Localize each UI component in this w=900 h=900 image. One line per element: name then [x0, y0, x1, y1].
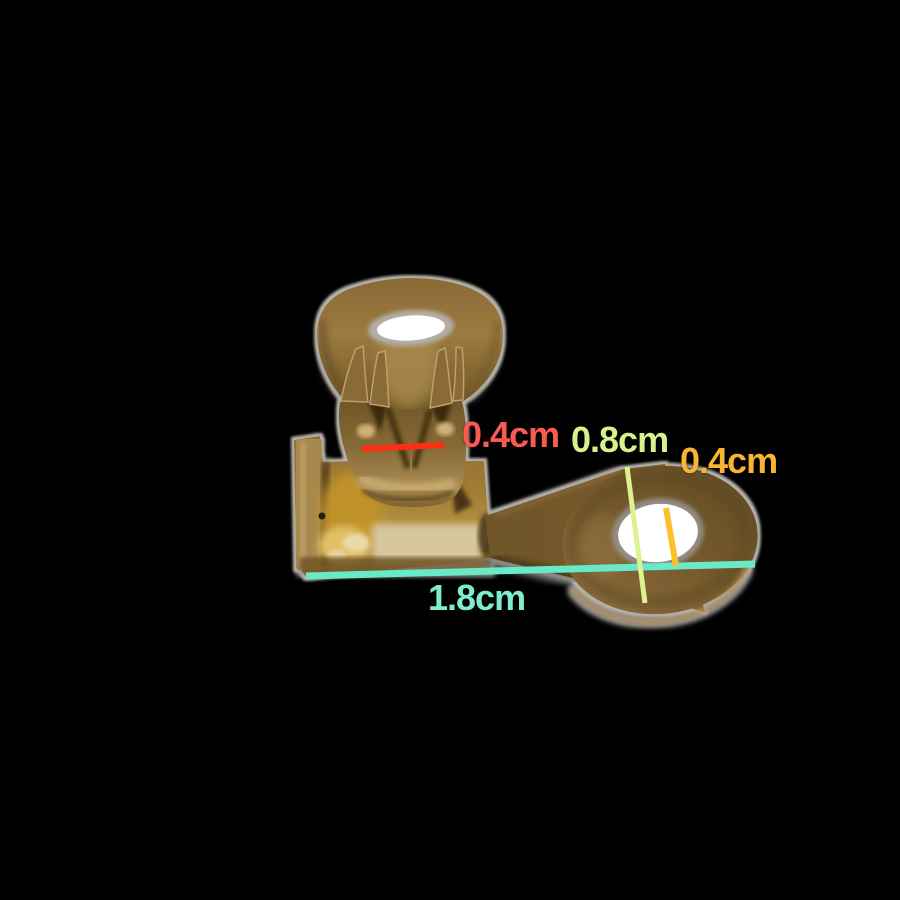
arm-top-edge [494, 470, 621, 518]
measure-line-ring-outer [624, 466, 648, 604]
prong-left-inner [369, 350, 390, 408]
prong-left-outer [340, 344, 369, 403]
crimp-prongs [340, 344, 465, 409]
prong-right-outer [452, 346, 465, 402]
measure-label-overall-length: 1.8cm [428, 577, 526, 618]
prong-right-inner [429, 346, 453, 409]
measurement-lines [305, 442, 756, 604]
measure-line-overall-length [305, 560, 756, 580]
measure-line-ring-hole [663, 507, 679, 567]
paddle-hole [368, 309, 454, 347]
measure-label-ring-hole-diameter: 0.4cm [680, 440, 778, 481]
measure-label-ring-outer-diameter: 0.8cm [571, 419, 669, 460]
terminal-body [294, 278, 758, 626]
crimp-shading [356, 400, 457, 502]
measure-label-crimp-width: 0.4cm [462, 414, 560, 455]
measure-line-crimp-width [361, 442, 445, 452]
ring-bottom-highlight [569, 564, 751, 626]
